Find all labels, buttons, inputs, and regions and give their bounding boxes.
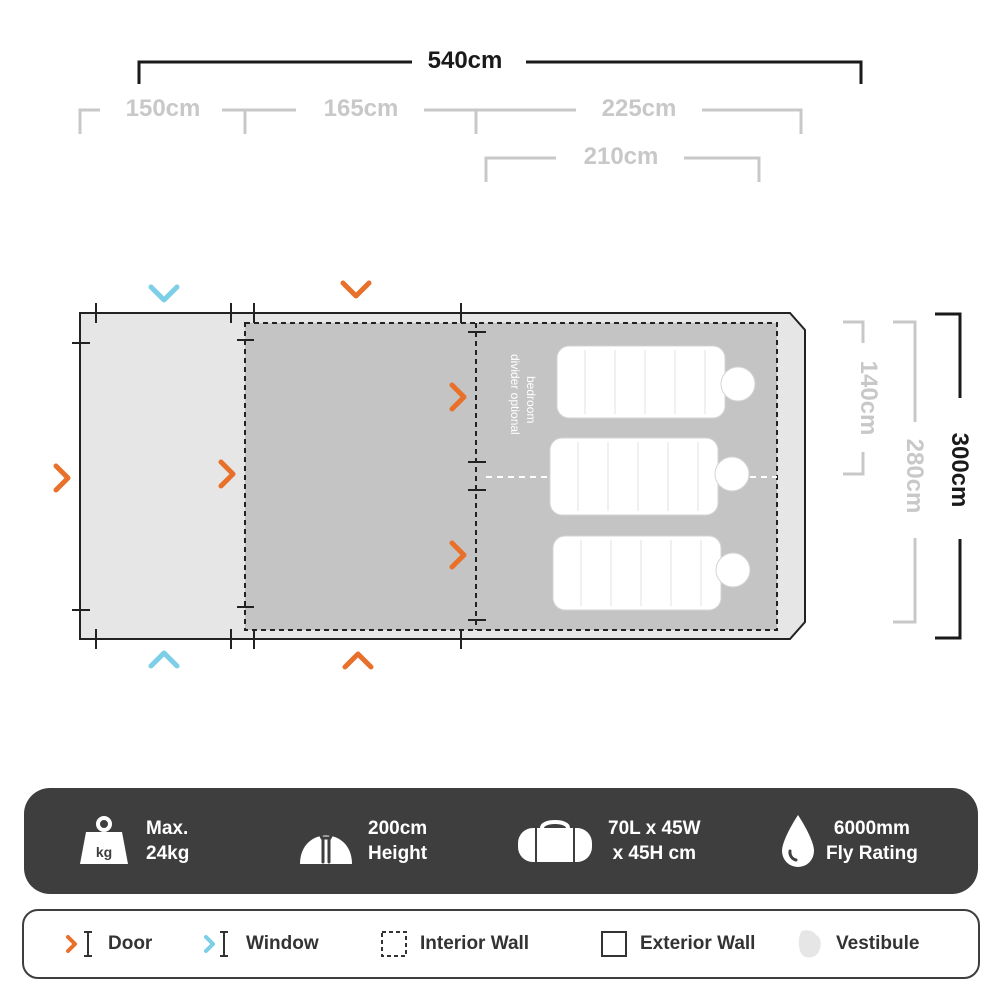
sleeping-bag-icon xyxy=(549,437,750,516)
width-dimensions xyxy=(843,312,962,640)
door-arrow-icon xyxy=(342,651,374,670)
spec-line2: Fly Rating xyxy=(826,843,918,864)
legend-label: Door xyxy=(108,933,153,954)
window-arrow-icon xyxy=(148,284,180,303)
water-drop-icon xyxy=(782,815,814,867)
legend-interior-wall: Interior Wall xyxy=(380,911,529,977)
weight-icon: kg xyxy=(80,816,128,864)
carry-bag-icon xyxy=(518,820,592,862)
spec-line1: Max. xyxy=(146,818,189,839)
sleeping-bags xyxy=(549,345,756,611)
bedroom-length-label: 210cm xyxy=(584,143,659,170)
spec-line2: Height xyxy=(368,843,428,864)
vestibule-icon xyxy=(798,930,821,958)
legend-door: Door xyxy=(64,911,152,977)
interior-wall-icon xyxy=(381,931,407,957)
divider-note-line2: divider optional xyxy=(508,354,522,435)
spec-line2: 24kg xyxy=(146,843,190,864)
door-icon xyxy=(66,931,92,957)
spec-line2: x 45H cm xyxy=(612,843,697,864)
spec-fly-rating: 6000mm Fly Rating xyxy=(780,788,918,894)
spec-height: 200cm Height xyxy=(298,788,427,894)
exterior-wall-icon xyxy=(601,931,627,957)
overall-length-label: 540cm xyxy=(428,47,503,74)
overall-width-label: 300cm xyxy=(946,433,973,508)
inner-width-label: 280cm xyxy=(901,439,928,514)
spec-max-weight: kg Max. 24kg xyxy=(76,788,189,894)
sleeping-bag-icon xyxy=(556,345,756,419)
divider-note-line1: bedroom xyxy=(524,376,538,423)
section-dimensions xyxy=(78,108,803,182)
door-arrow-icon xyxy=(449,540,467,570)
frame-ticks xyxy=(72,303,486,649)
legend-window: Window xyxy=(202,911,319,977)
legend-bar: Door Window Interior Wall Exterior Wall … xyxy=(22,909,980,979)
window-arrow-icon xyxy=(148,650,180,669)
window-icon xyxy=(204,931,228,957)
sleeping-bag-icon xyxy=(552,535,751,611)
section-2-label: 165cm xyxy=(324,95,399,122)
legend-exterior-wall: Exterior Wall xyxy=(600,911,755,977)
spec-pack-size: 70L x 45W x 45H cm xyxy=(516,788,701,894)
door-arrow-icon xyxy=(340,280,372,299)
legend-label: Exterior Wall xyxy=(640,933,756,954)
weight-icon-label: kg xyxy=(96,844,112,860)
legend-vestibule: Vestibule xyxy=(796,911,919,977)
door-arrow-icon xyxy=(449,382,467,412)
specs-bar: kg Max. 24kg 200cm Height 70L x 45W x 45… xyxy=(24,788,978,894)
spec-line1: 6000mm xyxy=(833,818,910,839)
section-1-label: 150cm xyxy=(126,95,201,122)
tent-floorplan-diagram: 540cm 150cm 165cm 225cm 210cm 140cm 280c… xyxy=(53,47,973,670)
bedroom-half-width-label: 140cm xyxy=(855,361,882,436)
legend-label: Vestibule xyxy=(836,933,920,954)
spec-line1: 70L x 45W xyxy=(608,818,701,839)
overall-length-dimension: 540cm xyxy=(137,47,863,84)
section-3-label: 225cm xyxy=(602,95,677,122)
door-arrow-icon xyxy=(53,463,71,493)
legend-label: Interior Wall xyxy=(420,933,530,954)
legend-label: Window xyxy=(246,933,319,954)
door-arrow-icon xyxy=(218,459,236,489)
height-person-icon xyxy=(300,825,352,864)
spec-line1: 200cm xyxy=(368,818,428,839)
